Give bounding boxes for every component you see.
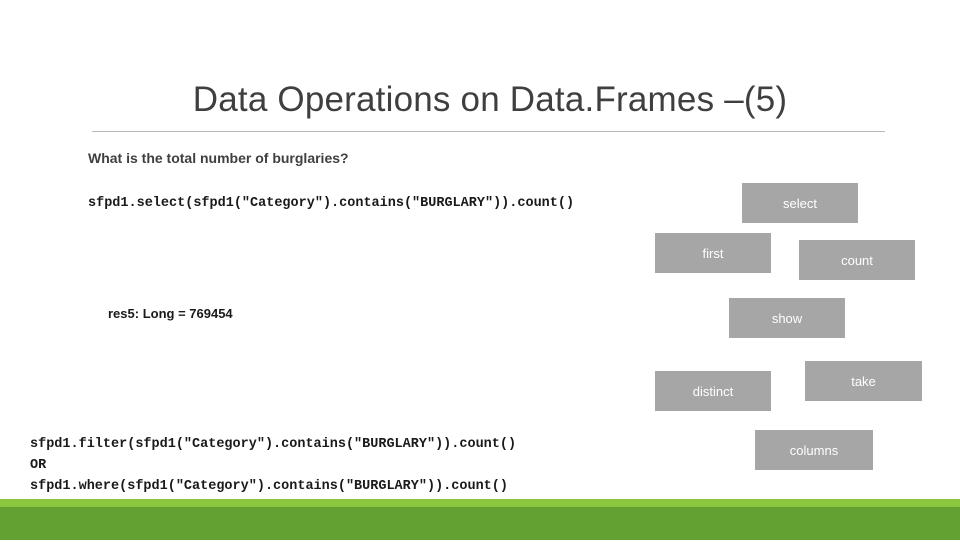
footer-accent-light (0, 499, 960, 507)
title-divider (92, 131, 885, 132)
op-box-count[interactable]: count (799, 240, 915, 280)
op-box-first[interactable]: first (655, 233, 771, 273)
op-box-distinct[interactable]: distinct (655, 371, 771, 411)
result-output: res5: Long = 769454 (108, 306, 233, 321)
op-box-columns[interactable]: columns (755, 430, 873, 470)
op-box-select[interactable]: select (742, 183, 858, 223)
question-subtitle: What is the total number of burglaries? (88, 150, 349, 166)
code-snippet-alternatives: sfpd1.filter(sfpd1("Category").contains(… (30, 437, 517, 494)
page-title: Data Operations on Data.Frames –(5) (192, 80, 788, 119)
footer-accent-dark (0, 507, 960, 540)
op-box-take[interactable]: take (805, 361, 922, 401)
op-box-show[interactable]: show (729, 298, 845, 338)
code-snippet-select: sfpd1.select(sfpd1("Category").contains(… (88, 196, 575, 211)
